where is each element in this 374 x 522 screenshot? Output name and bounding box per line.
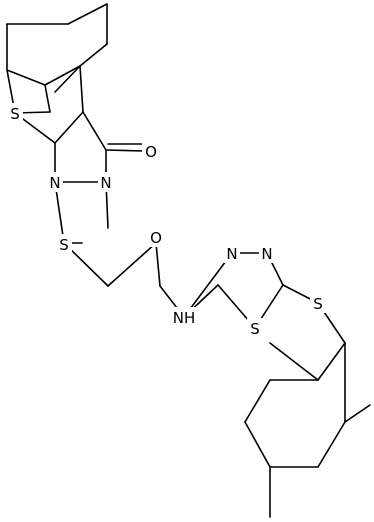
bond-39 <box>244 421 271 468</box>
bond-41 <box>317 421 346 468</box>
bond-28 <box>183 252 233 318</box>
bond-4 <box>6 69 46 86</box>
bond-19 <box>105 149 146 152</box>
atom-n-ring-bottom-label: N <box>49 174 60 192</box>
bond-26 <box>155 242 161 287</box>
atom-o-carbonyl-ring-label: O <box>145 143 157 161</box>
atom-nh-amide: NH <box>171 307 197 327</box>
atom-s-benzyl-label: S <box>313 295 323 313</box>
atom-s-thioether: S <box>56 234 72 254</box>
atom-s-thioether-label: S <box>59 236 69 254</box>
bond-13 <box>54 65 81 93</box>
bond-43 <box>269 342 319 381</box>
bond-36 <box>317 342 346 381</box>
atom-s-thiadiazole-label: S <box>250 320 260 338</box>
atom-s-thiadiazole: S <box>247 318 263 338</box>
bond-18 <box>82 111 107 151</box>
bond-0 <box>67 3 108 25</box>
atom-n-thiadiazole-right-label: N <box>261 245 272 263</box>
bond-2 <box>79 43 108 67</box>
bond-44 <box>344 404 371 423</box>
atom-s-thiophene-label: S <box>10 105 20 123</box>
atom-o-amide: O <box>147 227 165 247</box>
bond-11 <box>54 111 84 144</box>
atom-o-amide-label: O <box>150 229 162 247</box>
atom-n-thiadiazole-right: N <box>259 243 275 263</box>
atom-label-layer: S N N O S O NH N <box>7 103 326 338</box>
bond-7 <box>44 84 51 113</box>
bond-38 <box>244 379 271 423</box>
atom-n-methyl-label: N <box>100 174 111 192</box>
bond-12 <box>79 65 84 113</box>
atom-s-benzyl: S <box>310 293 326 313</box>
atom-s-thiophene: S <box>7 103 23 123</box>
atom-nh-amide-label: NH <box>173 309 196 327</box>
bond-3 <box>44 65 81 86</box>
atom-o-carbonyl-ring: O <box>142 141 160 161</box>
bond-22 <box>54 181 65 244</box>
bond-25 <box>107 242 157 287</box>
atom-n-thiadiazole-left-label: N <box>226 245 237 263</box>
atom-n-thiadiazole-left: N <box>224 243 240 263</box>
atom-n-methyl: N <box>98 172 114 192</box>
bond-layer <box>6 3 371 518</box>
atom-n-ring-bottom: N <box>47 172 63 192</box>
